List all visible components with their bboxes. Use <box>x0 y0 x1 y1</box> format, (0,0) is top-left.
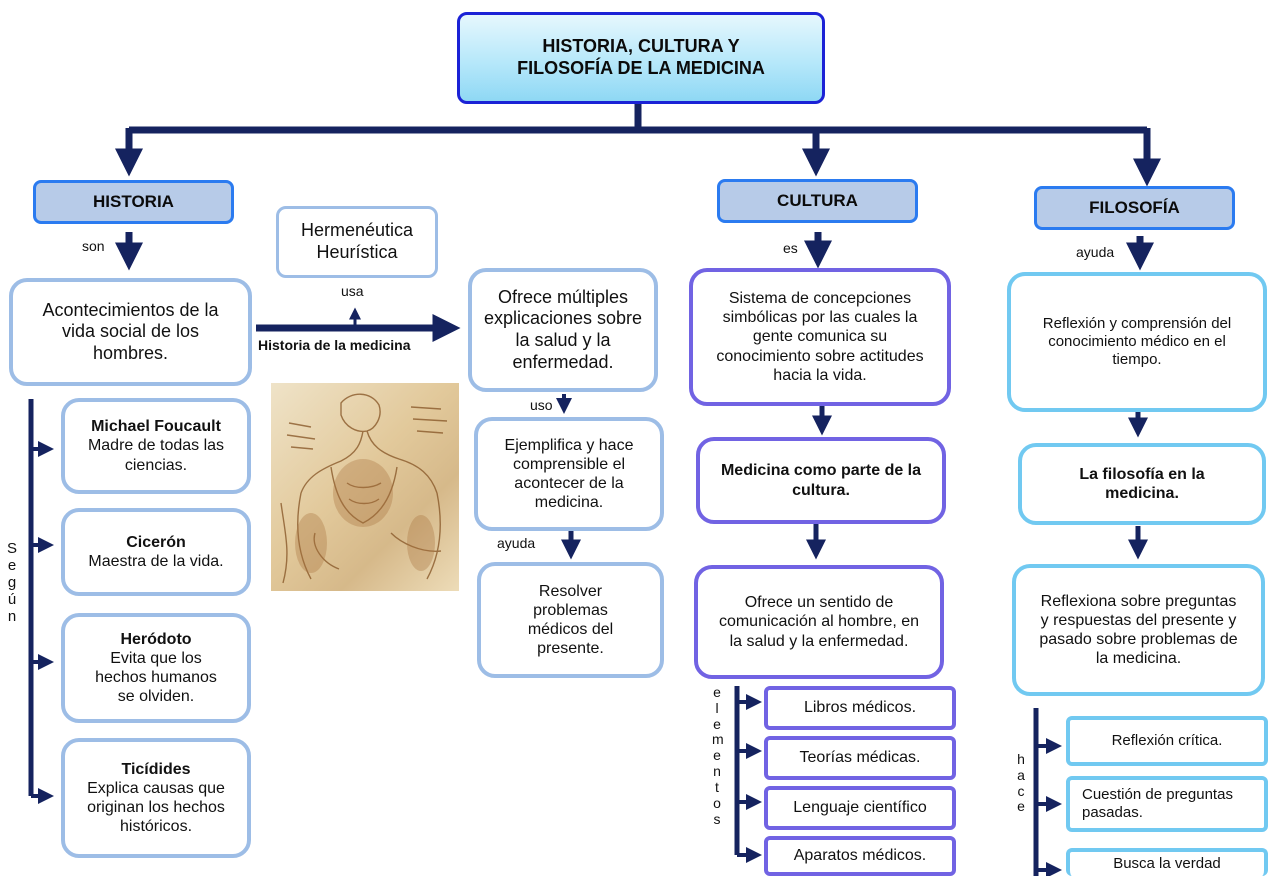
elemento-libros: Libros médicos. <box>764 686 956 730</box>
filosofia-header: FILOSOFÍA <box>1034 186 1235 230</box>
ofrece-box: Ofrece múltiples explicaciones sobre la … <box>468 268 658 392</box>
hace-cuestion: Cuestión de preguntas pasadas. <box>1066 776 1268 832</box>
hermeneutica-box: Hermenéutica Heurística <box>276 206 438 278</box>
author-text: Maestra de la vida. <box>88 553 224 570</box>
acontecimientos-box: Acontecimientos de la vida social de los… <box>9 278 252 386</box>
filosofia-header-text: FILOSOFÍA <box>1089 198 1180 217</box>
ayuda-label-filosofia: ayuda <box>1076 244 1115 260</box>
cultura-header: CULTURA <box>717 179 918 223</box>
elementos-label: elementos <box>712 684 724 827</box>
ejemplifica-box: Ejemplifica y hace comprensible el acont… <box>474 417 664 531</box>
author-name: Michael Foucault <box>91 418 221 436</box>
usa-label: usa <box>341 283 364 299</box>
anatomy-illustration <box>271 383 459 591</box>
hace-label: hace <box>1017 751 1025 815</box>
author-name: Heródoto <box>120 630 192 648</box>
hace-reflexion-critica: Reflexión crítica. <box>1066 716 1268 766</box>
author-name: Ticídides <box>121 760 191 778</box>
historia-medicina-label: Historia de la medicina <box>258 337 411 353</box>
elemento-aparatos: Aparatos médicos. <box>764 836 956 876</box>
uso-label: uso <box>530 397 553 413</box>
hace-busca-verdad: Busca la verdad <box>1066 848 1268 876</box>
historia-header: HISTORIA <box>33 180 234 224</box>
cultura-header-text: CULTURA <box>777 191 858 210</box>
historia-header-text: HISTORIA <box>93 192 174 211</box>
son-label: son <box>82 238 105 254</box>
filosofia-medicina-box: La filosofía en la medicina. <box>1018 443 1266 525</box>
ofrece-sentido-box: Ofrece un sentido de comunicación al hom… <box>694 565 944 679</box>
author-text: Evita que los hechos humanos se olviden. <box>95 649 217 706</box>
reflexiona-box: Reflexiona sobre preguntas y respuestas … <box>1012 564 1265 696</box>
author-name: Cicerón <box>126 533 186 551</box>
author-text: Madre de todas las ciencias. <box>87 437 225 474</box>
medicina-parte-box: Medicina como parte de la cultura. <box>696 437 946 524</box>
author-text: Explica causas que originan los hechos h… <box>87 779 225 836</box>
elemento-lenguaje: Lenguaje científico <box>764 786 956 830</box>
resolver-box: Resolver problemas médicos del presente. <box>477 562 664 678</box>
title-text: HISTORIA, CULTURA Y FILOSOFÍA DE LA MEDI… <box>517 36 765 78</box>
elemento-teorias: Teorías médicas. <box>764 736 956 780</box>
es-label: es <box>783 240 798 256</box>
sistema-box: Sistema de concepciones simbólicas por l… <box>689 268 951 406</box>
segun-label: Según <box>6 540 17 625</box>
title-box: HISTORIA, CULTURA Y FILOSOFÍA DE LA MEDI… <box>457 12 825 104</box>
reflexion-box: Reflexión y comprensión del conocimiento… <box>1007 272 1267 412</box>
ayuda-label-medicina: ayuda <box>497 535 536 551</box>
